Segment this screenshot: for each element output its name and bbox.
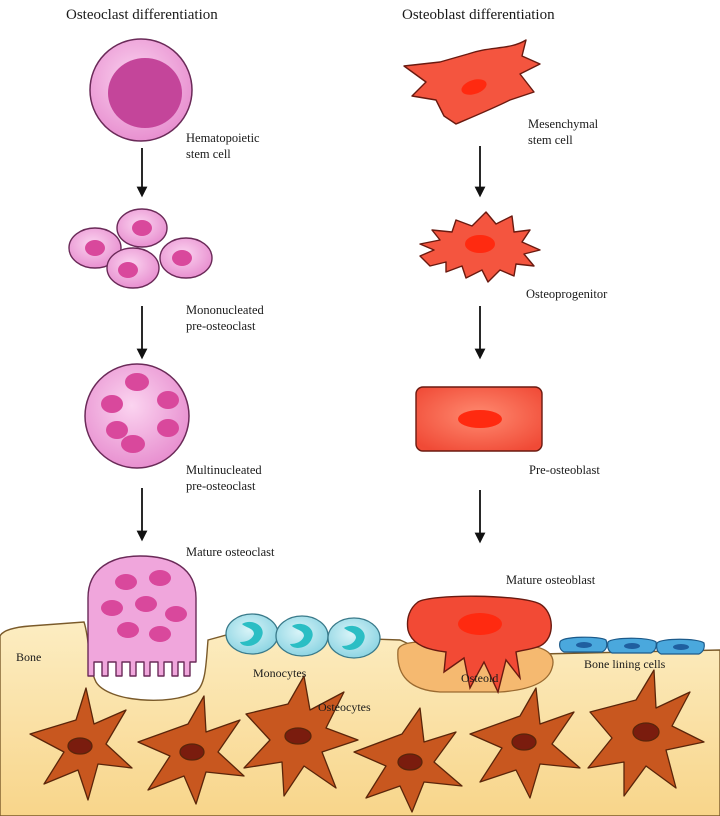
- osteocyte-nucleus: [284, 727, 312, 745]
- osteoblast-column-title: Osteoblast differentiation: [402, 7, 555, 23]
- mature-osteoblast: [406, 595, 552, 695]
- mature-osteoblast-nucleus: [458, 613, 502, 635]
- osteocyte-nucleus: [397, 753, 423, 771]
- hematopoietic-stem-cell: [89, 38, 193, 142]
- osteoprogenitor-nucleus: [465, 235, 495, 253]
- pre-osteoblast-nucleus: [458, 410, 502, 428]
- mesenchymal-stem-cell-nucleus: [461, 79, 487, 95]
- stage-label: stem cell: [186, 147, 231, 161]
- stage-label: Osteoprogenitor: [526, 287, 608, 301]
- stage-label: Pre-osteoblast: [529, 463, 600, 477]
- stage-label: stem cell: [528, 133, 573, 147]
- differentiation-arrows: [136, 146, 486, 544]
- pre-osteoblast: [415, 386, 543, 452]
- bone-lining-cells: [559, 636, 705, 655]
- monocytes: [225, 613, 381, 659]
- monocyte-cell: [327, 617, 381, 659]
- mesenchymal-stem-cell: [403, 39, 541, 125]
- stage-label: pre-osteoclast: [186, 319, 256, 333]
- osteocyte-nucleus: [67, 737, 93, 755]
- osteocyte-nucleus: [632, 722, 660, 742]
- stage-label: Mesenchymal: [528, 117, 599, 131]
- multinucleated-pre-osteoclast: [84, 363, 190, 469]
- stage-label: Multinucleated: [186, 463, 262, 477]
- mononucleated-pre-osteoclast: [68, 208, 213, 289]
- stage-label: Mononucleated: [186, 303, 265, 317]
- bone-label: Bone: [16, 650, 41, 664]
- stage-label: Mature osteoclast: [186, 545, 275, 559]
- monocyte-cell: [225, 613, 279, 655]
- monocyte-nucleus: [342, 625, 365, 650]
- osteoid-label: Osteoid: [461, 671, 498, 685]
- osteocytes: [29, 669, 705, 813]
- osteocytes-label: Osteocytes: [318, 700, 371, 714]
- osteocyte-nucleus: [511, 733, 537, 751]
- mature-osteoclast-nuclei: [101, 570, 187, 642]
- osteoprogenitor: [419, 211, 541, 283]
- bone-lining-cells-label: Bone lining cells: [584, 657, 666, 671]
- monocyte-nucleus: [240, 621, 263, 646]
- stage-label: pre-osteoclast: [186, 479, 256, 493]
- osteoclast-column-title: Osteoclast differentiation: [66, 7, 218, 23]
- stage-label: Mature osteoblast: [506, 573, 596, 587]
- osteocyte-nucleus: [179, 743, 205, 761]
- monocyte-cell: [275, 615, 329, 657]
- mature-osteoclast: [87, 555, 197, 677]
- monocytes-label: Monocytes: [253, 666, 307, 680]
- hematopoietic-stem-cell-nucleus: [108, 58, 182, 128]
- monocyte-nucleus: [290, 623, 313, 648]
- stage-label: Hematopoietic: [186, 131, 260, 145]
